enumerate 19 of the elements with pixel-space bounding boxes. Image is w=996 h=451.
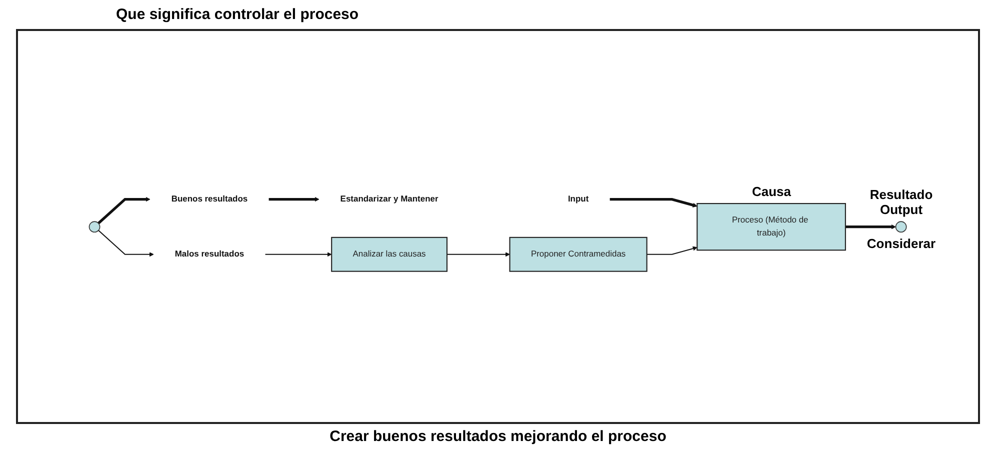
diagram-caption: Crear buenos resultados mejorando el proceso	[330, 428, 666, 445]
node-box: Analizar las causas	[331, 236, 448, 272]
arrow	[846, 224, 896, 229]
arrow	[269, 196, 320, 202]
node-box: Proceso (Método de trabajo)	[696, 202, 846, 250]
arrow	[647, 246, 698, 255]
node-box: Proponer Contramedidas	[509, 236, 648, 272]
arrow	[98, 230, 154, 256]
arrow	[98, 196, 151, 224]
node-text: Malos resultados	[175, 249, 244, 258]
node-text: Estandarizar y Mantener	[340, 194, 438, 204]
node-text: Buenos resultados	[172, 194, 248, 204]
node-circle	[896, 220, 907, 232]
node-text: Input	[568, 194, 589, 204]
diagram-title: Que significa controlar el proceso	[116, 6, 359, 23]
node-circle	[89, 220, 100, 232]
arrow	[265, 252, 332, 256]
arrow	[610, 198, 698, 208]
arrow	[447, 252, 510, 256]
